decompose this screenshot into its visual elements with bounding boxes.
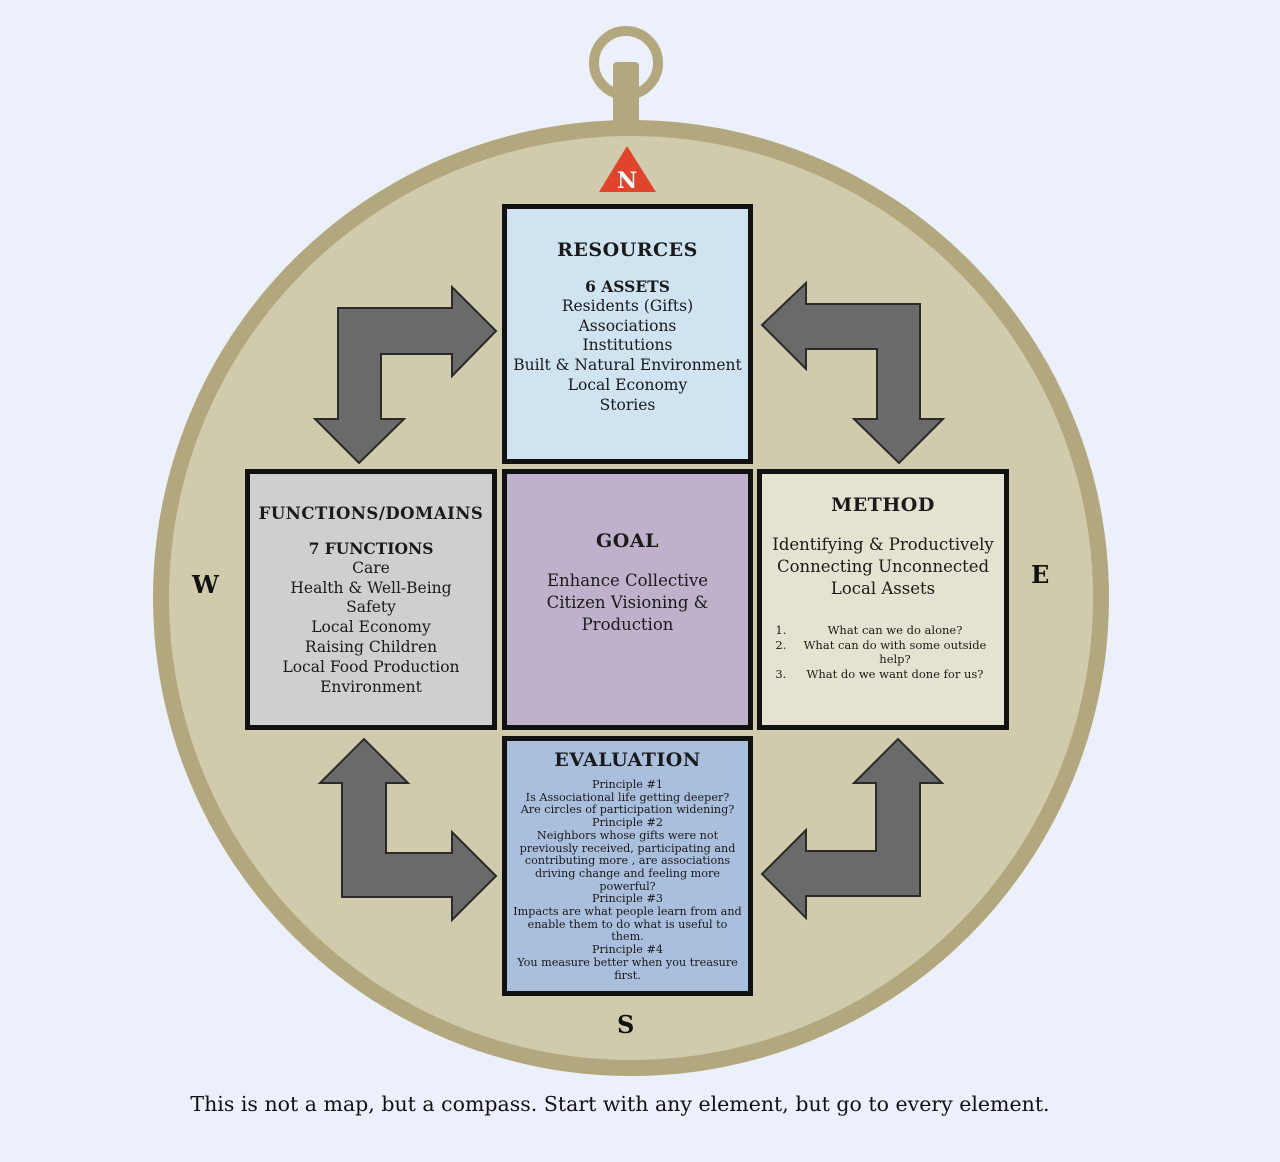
resources-title: RESOURCES [557,239,698,261]
resources-item: Stories [599,395,656,414]
north-marker-icon [599,146,656,192]
resources-item: Local Economy [567,375,688,394]
goal-box: GOAL Enhance Collective Citizen Visionin… [502,469,753,730]
arrow-top-left-icon [312,284,498,465]
evaluation-line: Neighbors whose gifts were not previousl… [519,828,736,893]
functions-item: Local Food Production [282,657,460,676]
resources-item: Built & Natural Environment [513,356,742,375]
functions-title: FUNCTIONS/DOMAINS [258,504,484,523]
evaluation-line: Is Associational life getting deeper? [525,790,730,804]
resources-item: Residents (Gifts) [561,296,694,315]
functions-item: Environment [320,677,422,696]
evaluation-line: You measure better when you treasure fir… [517,955,738,982]
method-line: Connecting Unconnected [776,556,990,576]
evaluation-principle-heading: Principle #1 [592,778,663,791]
functions-item: Safety [346,598,396,617]
functions-item: Health & Well-Being [290,578,452,597]
resources-box: RESOURCES 6 ASSETS Residents (Gifts) Ass… [502,204,753,464]
resources-item: Associations [578,316,677,335]
functions-subtitle: 7 FUNCTIONS [308,539,434,558]
method-question: What can do with some outside help? [790,638,996,667]
evaluation-principle-heading: Principle #4 [592,943,663,957]
goal-line: Enhance Collective [546,571,709,590]
evaluation-line: Are circles of participation widening? [520,803,735,817]
method-line: Identifying & Productively [772,535,994,554]
method-question: What do we want done for us? [790,667,996,682]
evaluation-box: EVALUATION Principle #1 Is Associational… [502,736,753,996]
arrow-bottom-left-icon [317,737,498,923]
west-label: W [192,570,219,599]
functions-item: Local Economy [311,618,431,637]
functions-item: Raising Children [304,637,438,656]
south-label: S [617,1010,635,1039]
evaluation-title: EVALUATION [554,749,701,771]
caption: This is not a map, but a compass. Start … [190,1092,1050,1116]
goal-line: Production [581,615,674,634]
method-question: What can we do alone? [790,623,996,638]
arrow-top-right-icon [760,280,946,465]
functions-box: FUNCTIONS/DOMAINS 7 FUNCTIONS Care Healt… [245,469,497,730]
compass-stem [613,62,639,126]
goal-title: GOAL [596,530,659,552]
resources-subtitle: 6 ASSETS [585,277,670,296]
method-box: METHOD Identifying & Productively Connec… [757,469,1009,730]
north-label: N [617,168,637,194]
arrow-bottom-right-icon [760,737,945,921]
functions-item: Care [352,558,390,577]
method-title: METHOD [831,494,935,516]
method-description: Identifying & Productively Connecting Un… [772,534,993,599]
method-questions-list: What can we do alone? What can do with s… [762,623,1004,681]
evaluation-line: Impacts are what people learn from and e… [513,905,742,944]
east-label: E [1031,560,1050,589]
evaluation-principle-heading: Principle #2 [592,816,663,830]
evaluation-principle-heading: Principle #3 [592,892,663,906]
resources-item: Institutions [582,336,673,355]
goal-line: Citizen Visioning & [546,593,709,612]
method-line: Local Assets [830,578,936,598]
evaluation-text: Principle #1 Is Associational life getti… [507,778,748,982]
